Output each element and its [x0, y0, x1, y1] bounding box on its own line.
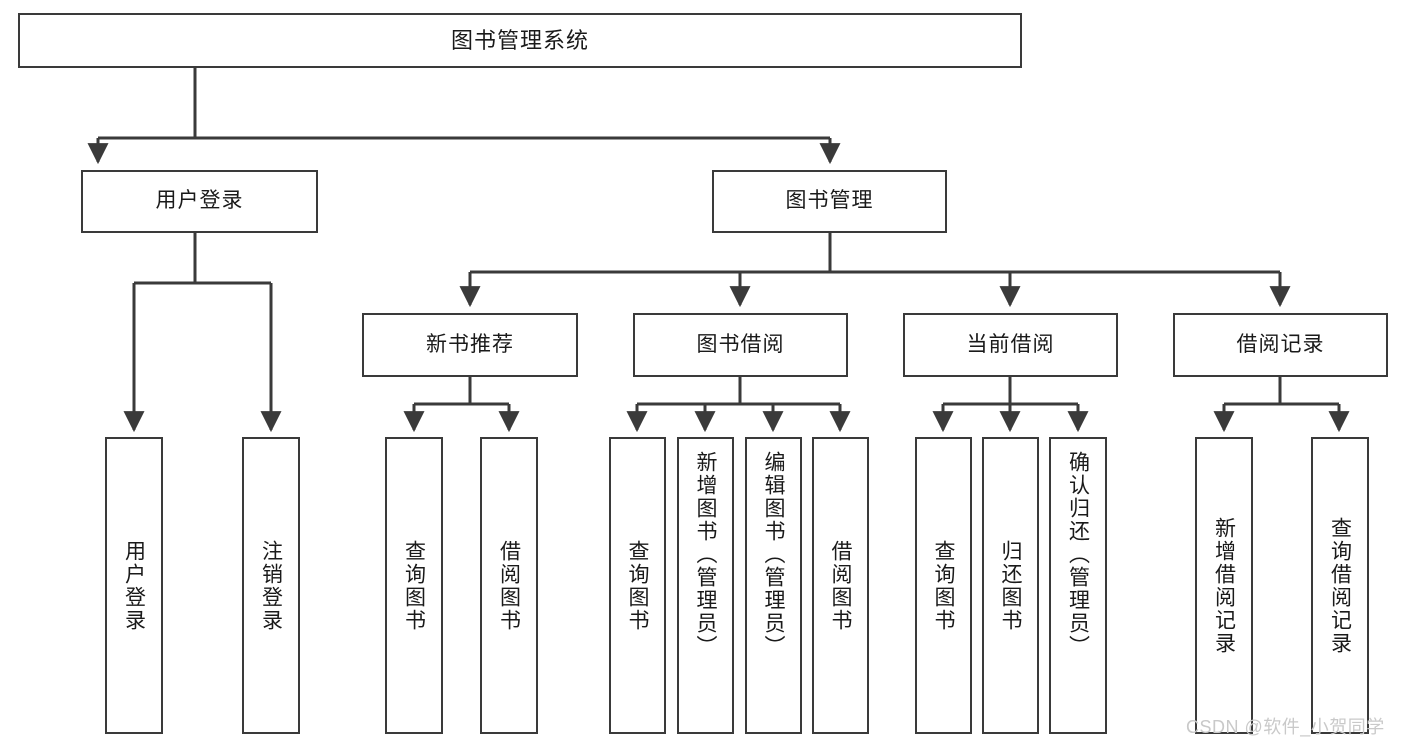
- node-user-login[interactable]: 用户登录: [81, 170, 318, 233]
- node-current-borrow[interactable]: 当前借阅: [903, 313, 1118, 377]
- leaf-user-login-signin-label: 用户登录: [122, 539, 146, 632]
- leaf-current-borrow-return[interactable]: 归还图书: [982, 437, 1039, 734]
- leaf-book-borrow-query-label: 查询图书: [626, 539, 649, 632]
- leaf-new-book-query[interactable]: 查询图书: [385, 437, 443, 734]
- leaf-book-borrow-query[interactable]: 查询图书: [609, 437, 666, 734]
- node-current-borrow-label: 当前借阅: [966, 332, 1055, 356]
- node-book-management-label: 图书管理: [785, 189, 874, 213]
- leaf-user-login-signin[interactable]: 用户登录: [105, 437, 163, 734]
- leaf-borrow-record-query-label: 查询借阅记录: [1328, 516, 1352, 655]
- leaf-current-borrow-confirm-return[interactable]: 确认归还（管理员）: [1049, 437, 1107, 734]
- leaf-user-login-signout[interactable]: 注销登录: [242, 437, 300, 734]
- leaf-borrow-record-add-label: 新增借阅记录: [1212, 516, 1236, 655]
- leaf-borrow-record-add[interactable]: 新增借阅记录: [1195, 437, 1253, 734]
- leaf-new-book-query-label: 查询图书: [402, 539, 426, 632]
- leaf-current-borrow-query[interactable]: 查询图书: [915, 437, 972, 734]
- node-borrow-record-label: 借阅记录: [1236, 332, 1325, 356]
- leaf-book-borrow-edit[interactable]: 编辑图书（管理员）: [745, 437, 802, 734]
- leaf-current-borrow-query-label: 查询图书: [932, 539, 955, 632]
- node-root-book-management-system[interactable]: 图书管理系统: [18, 13, 1022, 68]
- leaf-book-borrow-lend[interactable]: 借阅图书: [812, 437, 869, 734]
- leaf-book-borrow-add[interactable]: 新增图书（管理员）: [677, 437, 734, 734]
- node-new-book-recommend-label: 新书推荐: [426, 332, 514, 356]
- leaf-book-borrow-lend-label: 借阅图书: [829, 539, 852, 632]
- leaf-user-login-signout-label: 注销登录: [259, 539, 283, 632]
- node-root-label: 图书管理系统: [450, 27, 589, 53]
- node-user-login-label: 用户登录: [155, 189, 244, 213]
- leaf-book-borrow-add-label: 新增图书（管理员）: [694, 451, 717, 658]
- leaf-new-book-borrow[interactable]: 借阅图书: [480, 437, 538, 734]
- node-book-borrow-label: 图书借阅: [696, 332, 785, 356]
- csdn-watermark: CSDN @软件_小贺同学: [1186, 717, 1385, 737]
- leaf-new-book-borrow-label: 借阅图书: [497, 539, 521, 632]
- leaf-book-borrow-edit-label: 编辑图书（管理员）: [762, 451, 785, 658]
- node-book-borrow[interactable]: 图书借阅: [633, 313, 848, 377]
- leaf-current-borrow-confirm-return-label: 确认归还（管理员）: [1066, 451, 1090, 658]
- node-borrow-record[interactable]: 借阅记录: [1173, 313, 1388, 377]
- node-book-management[interactable]: 图书管理: [712, 170, 947, 233]
- node-new-book-recommend[interactable]: 新书推荐: [362, 313, 578, 377]
- leaf-current-borrow-return-label: 归还图书: [999, 539, 1022, 632]
- leaf-borrow-record-query[interactable]: 查询借阅记录: [1311, 437, 1369, 734]
